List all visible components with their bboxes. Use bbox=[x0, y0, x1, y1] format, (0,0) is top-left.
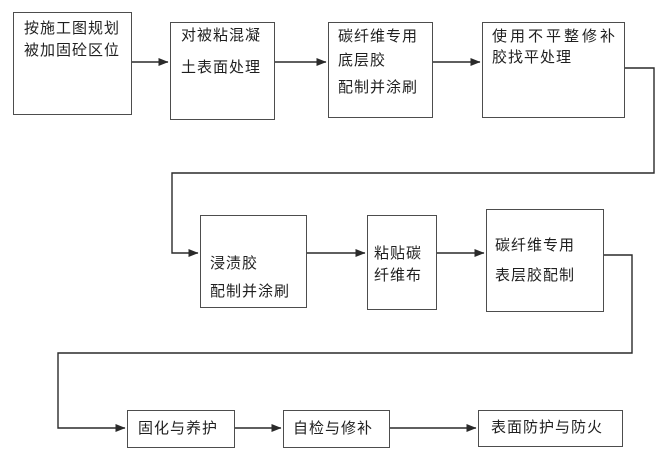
node-label: 碳纤维专用 bbox=[495, 237, 576, 254]
node-label: 按施工图规划 bbox=[24, 20, 121, 37]
flow-node-plan-region: 按施工图规划 被加固砼区位 bbox=[13, 12, 132, 115]
node-label: 配制并涂刷 bbox=[210, 283, 291, 300]
connector-topcoat-to-curing bbox=[57, 254, 633, 432]
node-label: 表面防护与防火 bbox=[491, 419, 604, 436]
node-label: 底层胶 bbox=[338, 52, 387, 69]
flow-node-surface-protection: 表面防护与防火 bbox=[478, 410, 623, 447]
node-label: 表层胶配制 bbox=[495, 267, 576, 284]
node-label: 使用不平整修补 bbox=[492, 28, 619, 45]
flow-node-impregnating-glue: 浸渍胶 配制并涂刷 bbox=[200, 215, 307, 308]
flow-node-paste-carbon-cloth: 粘贴碳 纤维布 bbox=[367, 215, 437, 310]
node-label: 配制并涂刷 bbox=[338, 79, 419, 96]
node-label: 碳纤维专用 bbox=[338, 28, 419, 45]
node-label: 胶找平处理 bbox=[492, 49, 573, 66]
node-label: 纤维布 bbox=[374, 267, 423, 284]
flow-node-self-inspection: 自检与修补 bbox=[283, 410, 390, 448]
flow-node-leveling-repair: 使用不平整修补 胶找平处理 bbox=[482, 22, 625, 118]
node-label: 被加固砼区位 bbox=[24, 42, 121, 59]
node-label: 浸渍胶 bbox=[210, 255, 259, 272]
node-label: 对被粘混凝 bbox=[181, 27, 262, 44]
flow-node-surface-treatment: 对被粘混凝 土表面处理 bbox=[170, 22, 275, 120]
connector-leveling-to-impregnating bbox=[171, 67, 655, 257]
flow-node-top-coat-glue: 碳纤维专用 表层胶配制 bbox=[486, 209, 604, 312]
flow-node-primer-coat: 碳纤维专用 底层胶 配制并涂刷 bbox=[328, 22, 433, 118]
node-label: 土表面处理 bbox=[181, 59, 262, 76]
node-label: 固化与养护 bbox=[138, 420, 219, 437]
node-label: 自检与修补 bbox=[293, 420, 374, 437]
node-label: 粘贴碳 bbox=[374, 245, 423, 262]
flow-node-curing: 固化与养护 bbox=[127, 410, 235, 448]
